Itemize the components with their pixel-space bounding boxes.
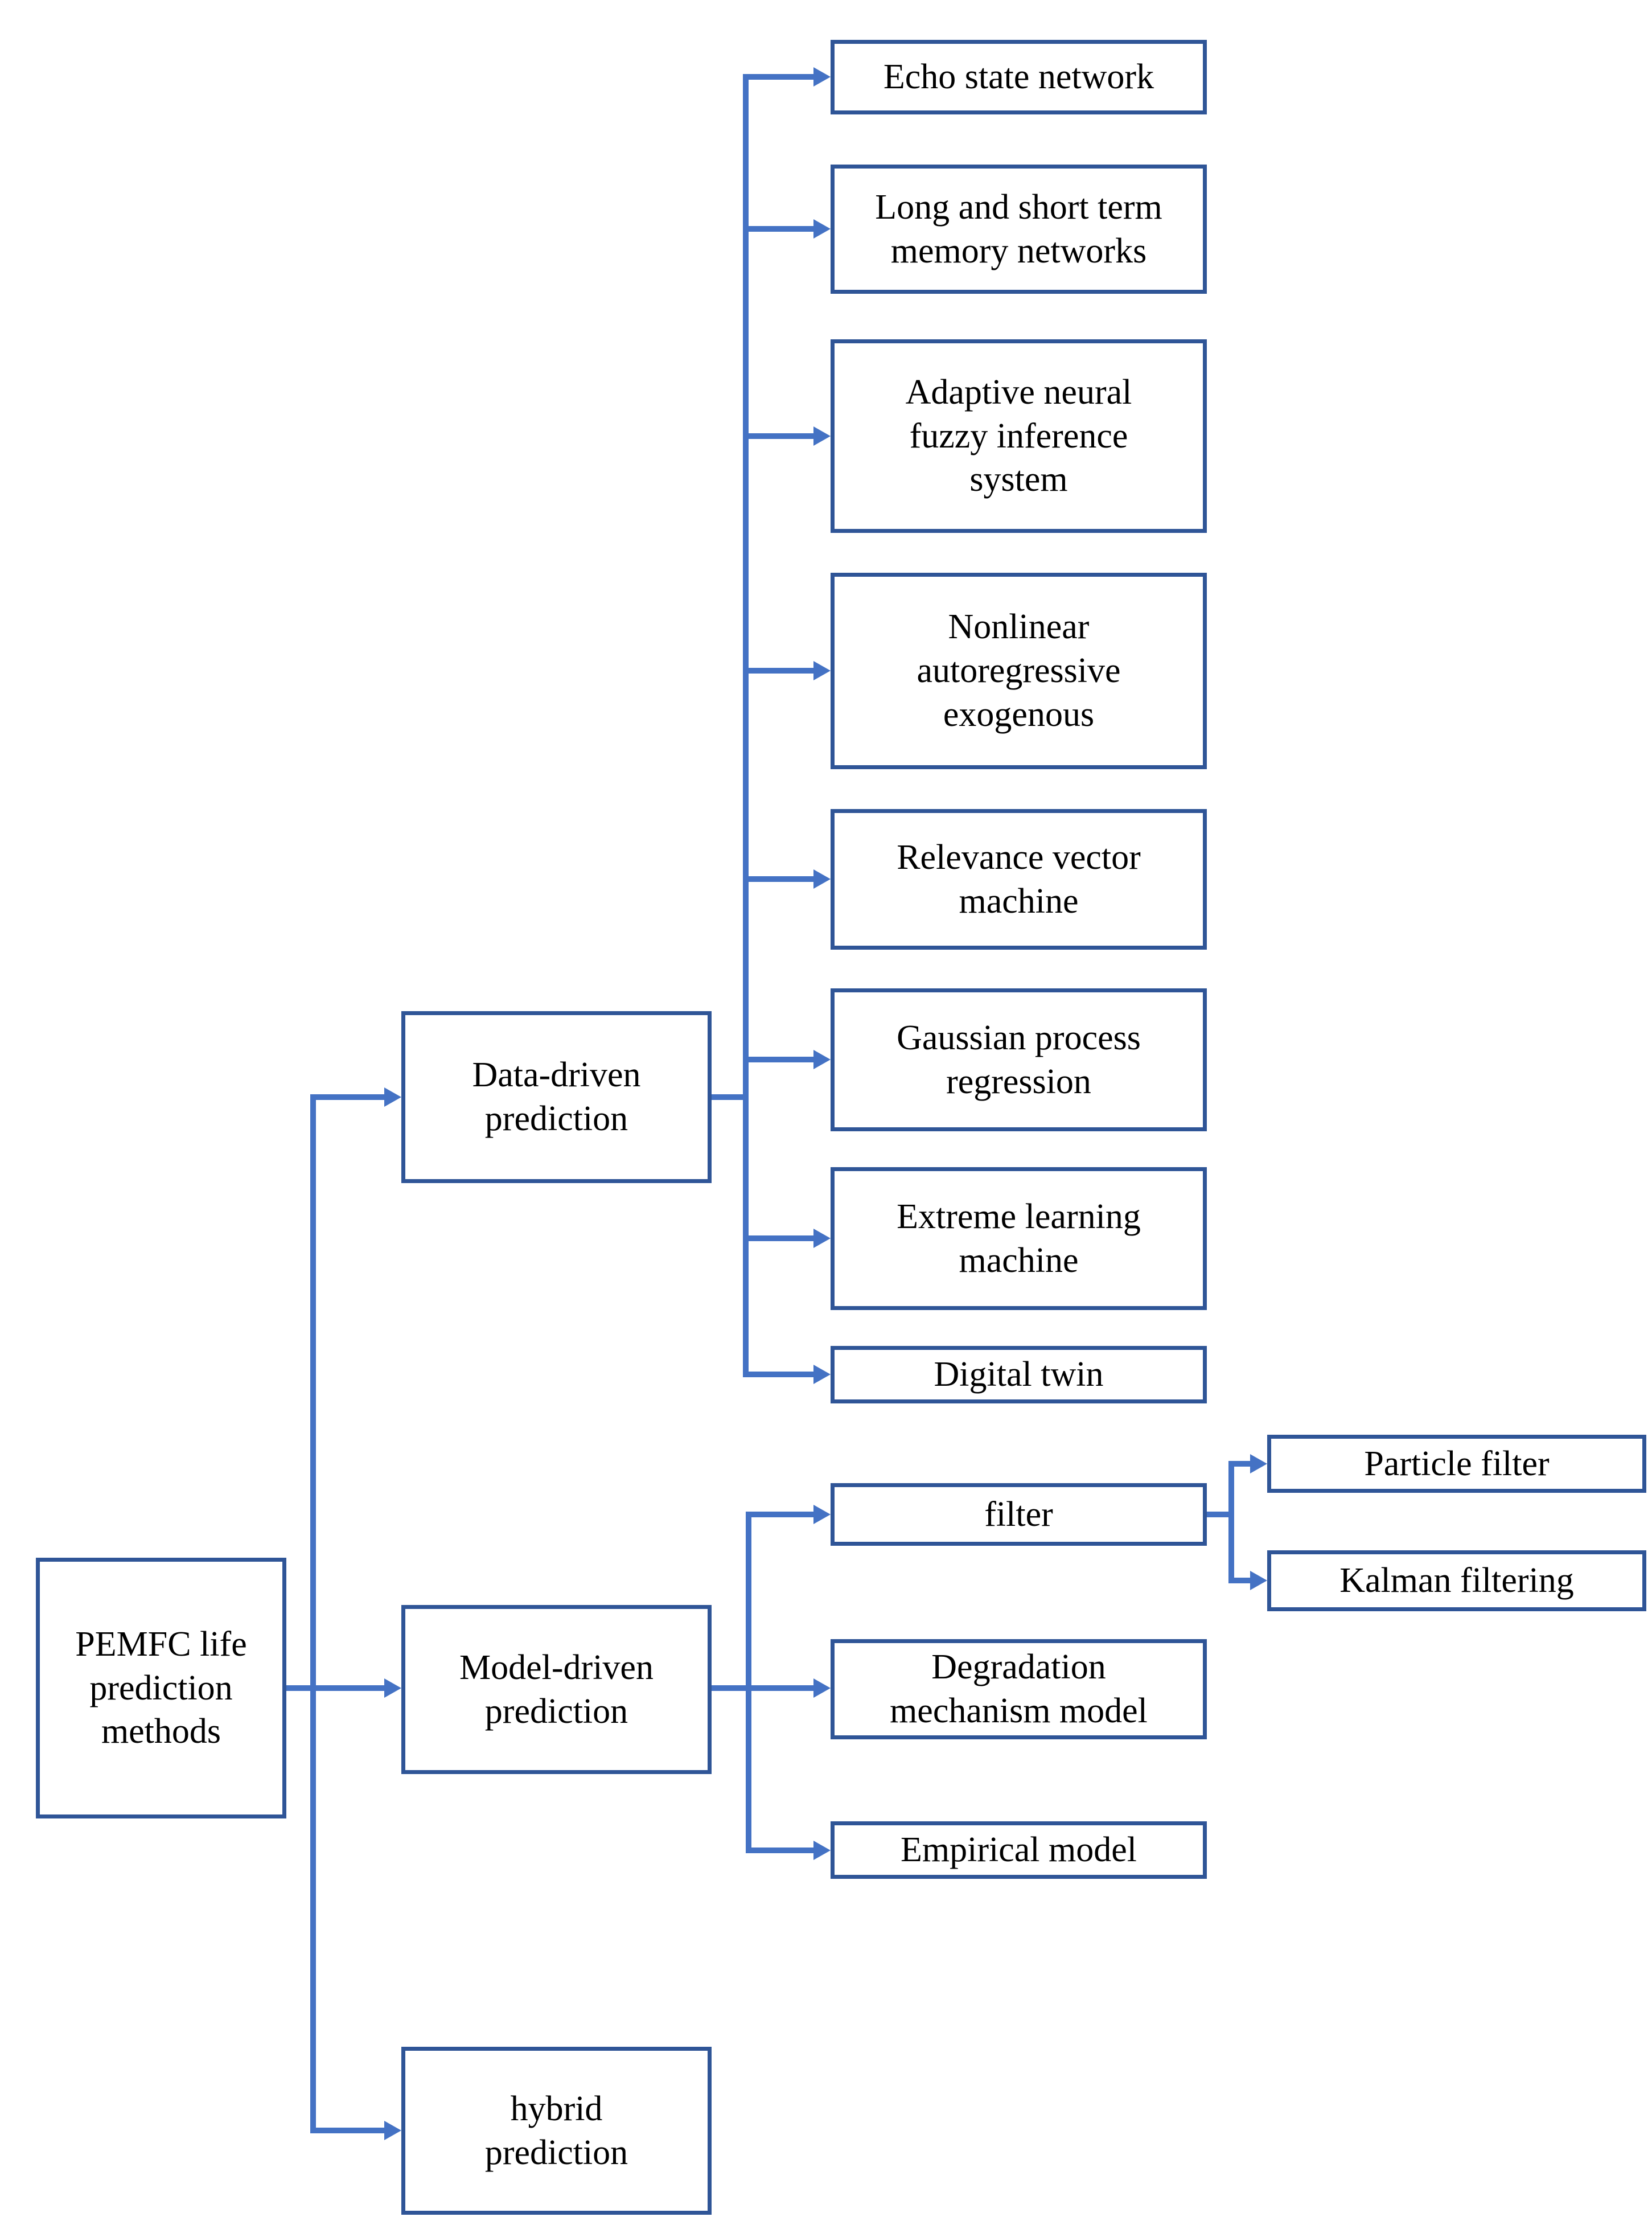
node-empirical-model: Empirical model [831, 1821, 1207, 1879]
node-kalman-filtering: Kalman filtering [1267, 1550, 1646, 1611]
connector-to-degradation-line [746, 1685, 813, 1691]
arrowhead-into-empirical-icon [813, 1841, 831, 1860]
arrowhead-into-digital-twin-icon [813, 1365, 831, 1384]
node-nonlinear-autoregressive-exogenous: Nonlinear autoregressive exogenous [831, 573, 1207, 769]
node-particle-filter: Particle filter [1267, 1435, 1646, 1493]
arrowhead-into-lstm-icon [813, 219, 831, 239]
connector-to-narx-line [743, 668, 813, 674]
node-filter-label: filter [984, 1495, 1053, 1534]
node-hybrid-label: hybrid prediction [484, 2089, 628, 2172]
arrowhead-into-hybrid-icon [384, 2121, 401, 2140]
connector-to-digital-twin-line [743, 1372, 813, 1377]
node-data-driven-prediction: Data-driven prediction [401, 1011, 712, 1183]
connector-to-elm-line [743, 1235, 813, 1241]
arrowhead-into-narx-icon [813, 661, 831, 680]
node-extreme-learning-machine: Extreme learning machine [831, 1167, 1207, 1310]
node-lstm-label: Long and short term memory networks [875, 187, 1162, 270]
connector-model-driven-out-line [712, 1685, 751, 1691]
connector-filter-children-spine-vertical [1228, 1461, 1234, 1583]
connector-to-anfis-line [743, 433, 813, 439]
node-degradation-label: Degradation mechanism model [890, 1648, 1148, 1730]
connector-trunk-to-hybrid-line [310, 2128, 384, 2133]
node-rvm-label: Relevance vector machine [897, 838, 1141, 921]
arrowhead-into-data-driven-icon [384, 1087, 401, 1107]
connector-filter-out-line [1207, 1512, 1234, 1517]
connector-model-children-spine-vertical [746, 1512, 751, 1853]
node-model-driven-prediction: Model-driven prediction [401, 1605, 712, 1774]
node-digital-twin: Digital twin [831, 1346, 1207, 1403]
node-root-pemfc-life-prediction-methods: PEMFC life prediction methods [36, 1558, 286, 1818]
connector-to-filter-line [746, 1512, 813, 1517]
node-kalman-label: Kalman filtering [1339, 1561, 1574, 1600]
node-elm-label: Extreme learning machine [897, 1197, 1141, 1280]
connector-data-driven-out-line [712, 1094, 749, 1100]
node-data-driven-label: Data-driven prediction [472, 1056, 641, 1138]
arrowhead-into-filter-icon [813, 1505, 831, 1524]
node-empirical-label: Empirical model [901, 1830, 1137, 1870]
connector-data-children-spine-vertical [743, 74, 749, 1377]
connector-main-trunk-vertical [310, 1094, 316, 2133]
connector-to-gpr-line [743, 1057, 813, 1062]
arrowhead-into-kalman-icon [1250, 1571, 1267, 1590]
connector-to-particle-line [1228, 1461, 1250, 1467]
node-gpr-label: Gaussian process regression [897, 1018, 1141, 1101]
connector-to-rvm-line [743, 876, 813, 882]
arrowhead-into-elm-icon [813, 1229, 831, 1248]
node-hybrid-prediction: hybrid prediction [401, 2047, 712, 2215]
connector-to-echo-line [743, 74, 813, 80]
arrowhead-into-model-driven-icon [384, 1678, 401, 1698]
arrowhead-into-particle-icon [1250, 1454, 1267, 1473]
node-filter: filter [831, 1483, 1207, 1546]
node-echo-state-network: Echo state network [831, 40, 1207, 114]
node-long-short-term-memory-networks: Long and short term memory networks [831, 165, 1207, 294]
node-particle-label: Particle filter [1364, 1444, 1550, 1483]
connector-trunk-to-data-driven-line [310, 1094, 384, 1100]
node-anfis-label: Adaptive neural fuzzy inference system [905, 372, 1132, 499]
connector-to-lstm-line [743, 226, 813, 232]
node-relevance-vector-machine: Relevance vector machine [831, 809, 1207, 950]
node-degradation-mechanism-model: Degradation mechanism model [831, 1639, 1207, 1739]
node-gaussian-process-regression: Gaussian process regression [831, 988, 1207, 1131]
node-adaptive-neural-fuzzy-inference-system: Adaptive neural fuzzy inference system [831, 339, 1207, 533]
node-narx-label: Nonlinear autoregressive exogenous [917, 607, 1121, 734]
arrowhead-into-anfis-icon [813, 426, 831, 446]
arrowhead-into-degradation-icon [813, 1678, 831, 1698]
arrowhead-into-rvm-icon [813, 869, 831, 889]
node-digital-twin-label: Digital twin [934, 1355, 1104, 1394]
connector-root-to-model-driven-line [286, 1685, 384, 1691]
node-root-label: PEMFC life prediction methods [75, 1624, 247, 1751]
connector-to-kalman-line [1228, 1578, 1250, 1583]
arrowhead-into-gpr-icon [813, 1050, 831, 1069]
connector-to-empirical-line [746, 1848, 813, 1853]
arrowhead-into-echo-icon [813, 67, 831, 87]
node-echo-label: Echo state network [883, 58, 1154, 97]
node-model-driven-label: Model-driven prediction [459, 1648, 654, 1731]
